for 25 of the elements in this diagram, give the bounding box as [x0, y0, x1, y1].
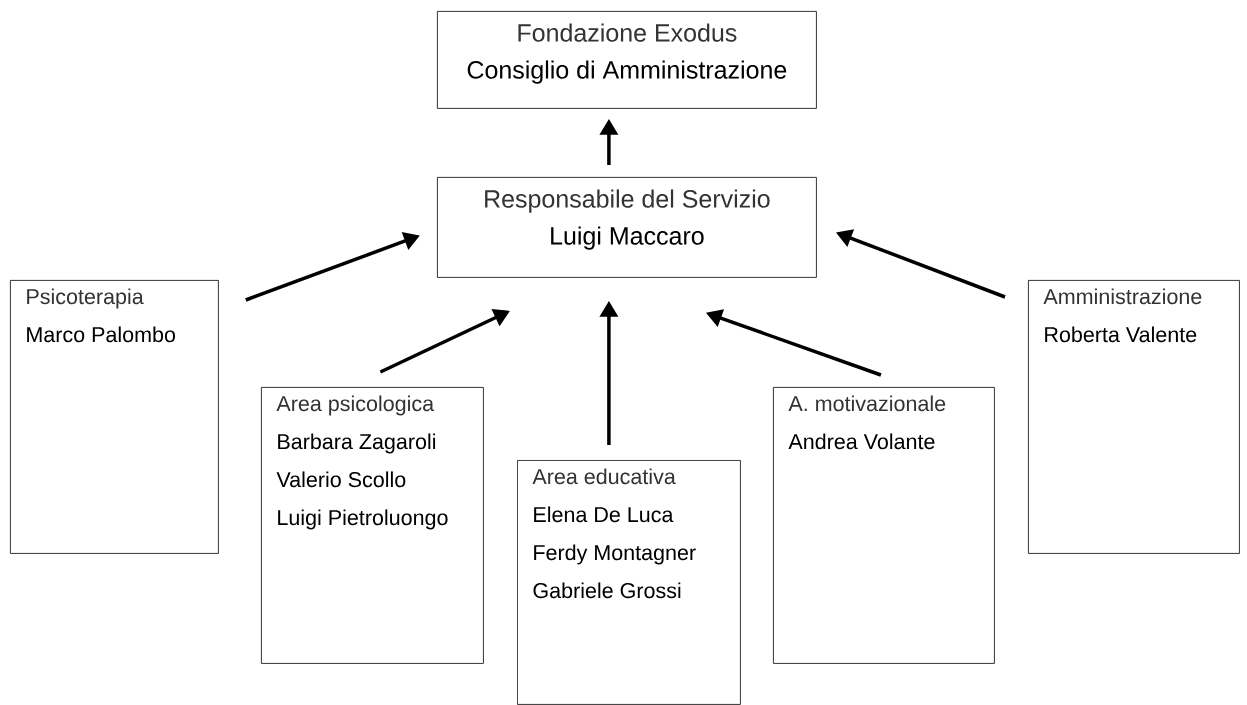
org-box: [10, 280, 219, 554]
org-box: [261, 387, 484, 664]
person-name: Gabriele Grossi: [533, 582, 681, 599]
person-name: Valerio Scollo: [276, 471, 406, 488]
org-box: [437, 11, 817, 109]
org-box: [1028, 280, 1240, 554]
box-title: Area psicologica: [276, 395, 435, 416]
person-name: Marco Palombo: [27, 326, 176, 343]
box-title: Responsabile del Servizio: [485, 189, 770, 213]
box-title: Amministrazione: [1043, 288, 1202, 305]
person-name: Luigi Maccaro: [551, 226, 704, 250]
box-title: Consiglio di Amministrazione: [467, 60, 787, 84]
org-box: [517, 460, 741, 705]
box-title: Psicoterapia: [27, 288, 144, 309]
org-box: [437, 177, 817, 278]
org-box: [773, 387, 995, 664]
person-name: Ferdy Montagner: [534, 544, 696, 565]
person-name: Luigi Pietroluongo: [278, 509, 448, 530]
person-name: Barbara Zagaroli: [278, 433, 436, 454]
box-title: Area educativa: [532, 468, 676, 485]
person-name: Andrea Volante: [788, 433, 935, 450]
box-title: A. motivazionale: [788, 395, 946, 412]
person-name: Elena De Luca: [534, 506, 674, 523]
person-name: Roberta Valente: [1045, 326, 1197, 343]
box-title: Fondazione Exodus: [518, 23, 737, 42]
